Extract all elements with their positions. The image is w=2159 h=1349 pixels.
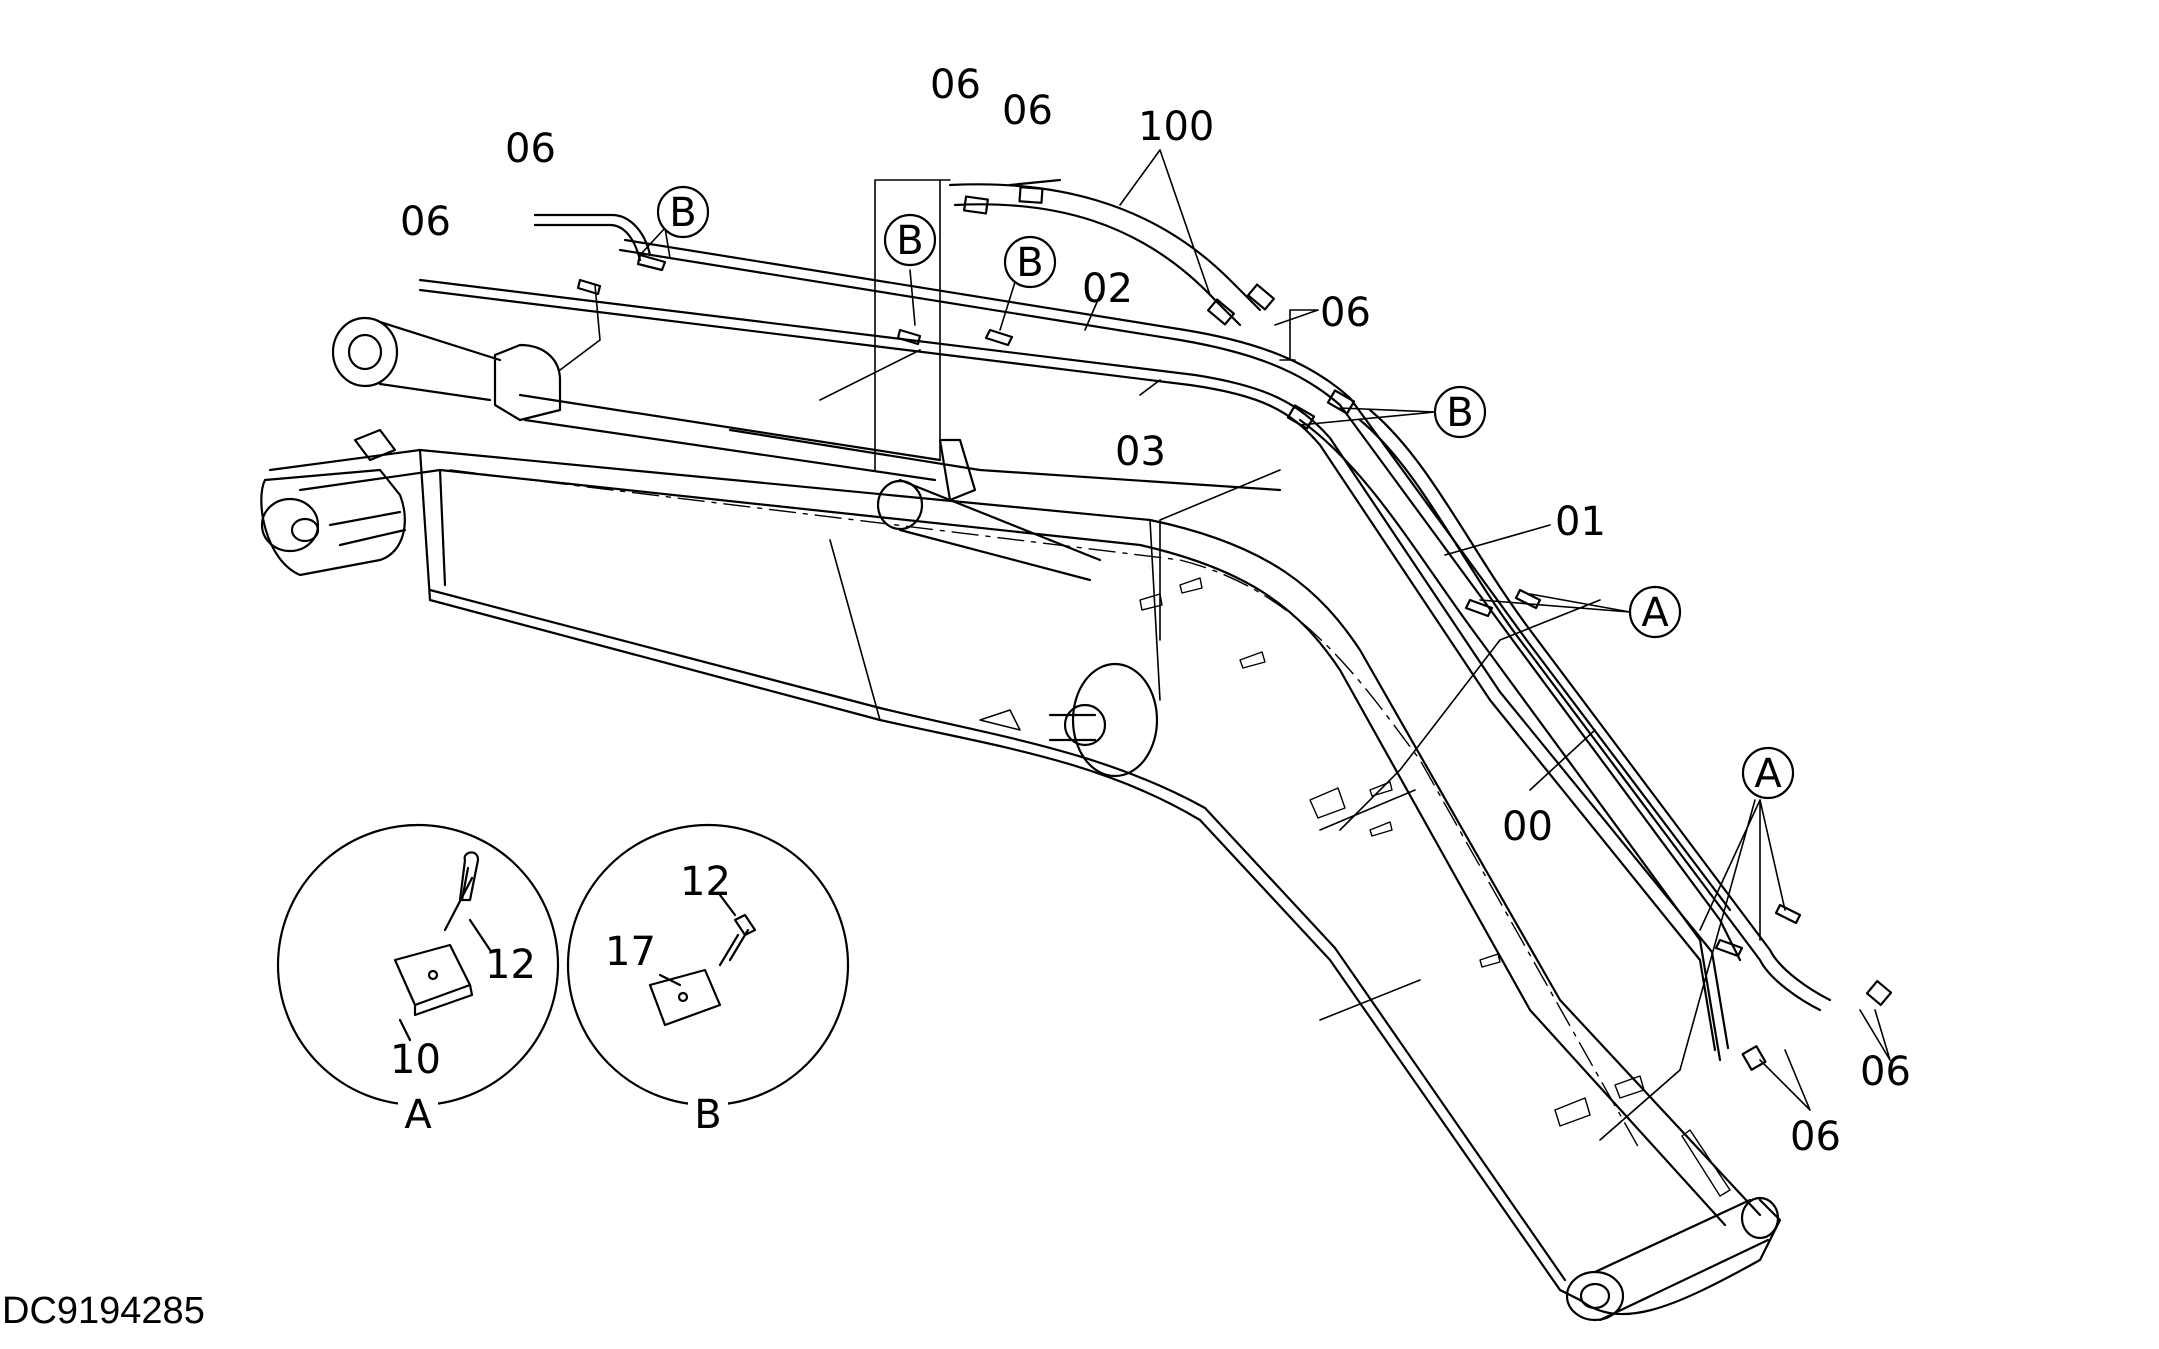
detail-a-labels: 12 10 A — [390, 942, 536, 1138]
svg-text:A: A — [1641, 590, 1669, 636]
detail-a-title: A — [404, 1092, 432, 1138]
detail-b-title: B — [694, 1092, 721, 1138]
callout-b: B — [1433, 385, 1487, 439]
document-id: DC9194285 — [2, 1290, 205, 1332]
part-label-100: 100 — [1138, 104, 1214, 150]
part-label-01: 01 — [1555, 499, 1606, 545]
svg-text:B: B — [896, 218, 923, 264]
detail-b-labels: 12 17 B — [605, 859, 731, 1138]
part-label-06: 06 — [1320, 290, 1371, 336]
svg-text:B: B — [1016, 240, 1043, 286]
part-label-06: 06 — [1002, 88, 1053, 134]
svg-text:A: A — [1754, 751, 1782, 797]
callout-a: A — [1628, 585, 1682, 639]
leader-lines — [559, 149, 1891, 1141]
part-label-03: 03 — [1115, 429, 1166, 475]
boom-body — [260, 428, 1782, 1322]
pipe-lines — [418, 178, 1893, 1071]
arm-cylinder — [331, 316, 1282, 582]
part-label-06: 06 — [505, 126, 556, 172]
part-labels: 06 06 06 06 100 02 06 03 01 00 06 06 — [400, 62, 1911, 1160]
svg-text:B: B — [1446, 390, 1473, 436]
detail-a-bolt-label: 12 — [485, 942, 536, 988]
part-label-00: 00 — [1502, 804, 1553, 850]
svg-text:B: B — [669, 190, 696, 236]
part-label-06: 06 — [930, 62, 981, 108]
callout-b: B — [656, 185, 710, 239]
detail-b-clamp-label: 17 — [605, 929, 656, 975]
part-label-06: 06 — [1790, 1114, 1841, 1160]
part-label-06: 06 — [400, 199, 451, 245]
part-label-02: 02 — [1082, 266, 1133, 312]
callout-b: B — [883, 213, 937, 267]
detail-b-bolt-label: 12 — [680, 859, 731, 905]
part-label-06: 06 — [1860, 1049, 1911, 1095]
callout-b: B — [1003, 235, 1057, 289]
callout-a: A — [1741, 746, 1795, 800]
detail-a-clamp-label: 10 — [390, 1037, 441, 1083]
callouts: B B B B A A — [656, 185, 1795, 800]
